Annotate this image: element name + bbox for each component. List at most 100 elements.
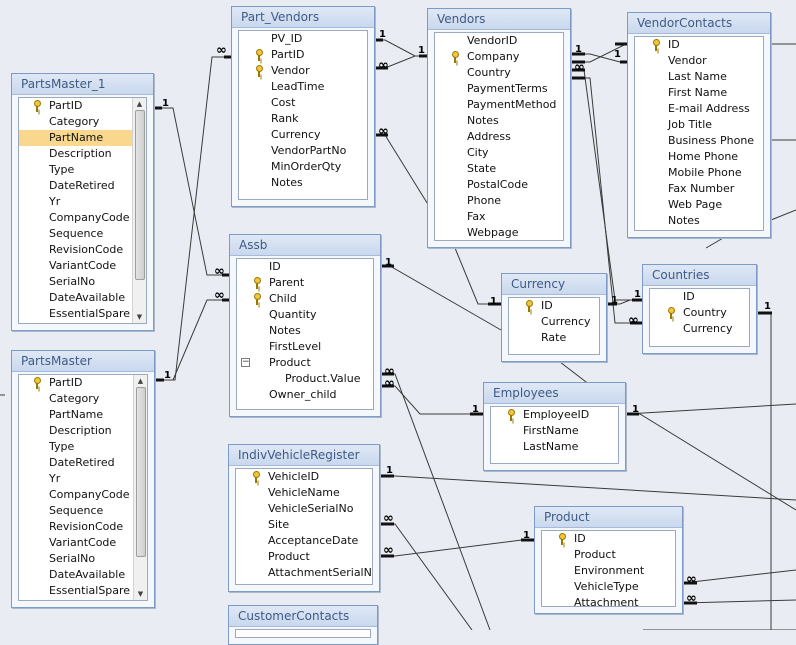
field-row[interactable]: Rate xyxy=(509,330,599,346)
relationship-line[interactable] xyxy=(682,599,796,604)
field-row[interactable]: Notes xyxy=(237,323,373,339)
field-row[interactable]: Country xyxy=(650,305,749,321)
field-row[interactable]: Currency xyxy=(650,321,749,337)
table-title[interactable]: PartsMaster xyxy=(12,351,154,372)
field-row[interactable]: VehicleType xyxy=(542,579,675,595)
relationship-line[interactable] xyxy=(381,385,483,415)
field-row[interactable]: EmployeeID xyxy=(491,407,618,423)
field-row[interactable]: DateAvailable xyxy=(19,290,132,306)
field-row[interactable]: LastName xyxy=(491,439,618,455)
relationship-line[interactable] xyxy=(159,299,222,381)
field-row[interactable]: PartID xyxy=(19,98,132,114)
table-title[interactable]: Countries xyxy=(643,265,756,286)
field-row[interactable]: PaymentTerms xyxy=(435,81,563,97)
table-title[interactable]: IndivVehicleRegister xyxy=(229,445,379,466)
scroll-thumb[interactable] xyxy=(136,387,146,558)
field-row[interactable]: State xyxy=(435,161,563,177)
relationship-line[interactable] xyxy=(381,265,502,331)
field-row[interactable]: Notes xyxy=(635,213,763,229)
field-row[interactable]: ID xyxy=(509,298,599,314)
field-row[interactable]: VendorPartNo xyxy=(239,143,367,159)
field-row[interactable]: Notes xyxy=(239,175,367,191)
field-row[interactable]: EssentialSpare xyxy=(19,306,132,322)
field-row[interactable]: Vendor xyxy=(239,63,367,79)
field-row[interactable]: PV_ID xyxy=(239,31,367,47)
field-row[interactable]: Rank xyxy=(239,111,367,127)
field-row[interactable]: First Name xyxy=(635,85,763,101)
field-row[interactable]: Product xyxy=(236,549,372,565)
field-row[interactable]: Product.Value xyxy=(237,371,373,387)
table-title[interactable]: Currency xyxy=(502,274,606,295)
relationship-line[interactable] xyxy=(159,107,222,276)
field-row[interactable]: DateRetired xyxy=(19,178,132,194)
field-row[interactable]: Sequence xyxy=(19,503,133,519)
field-row[interactable]: Sequence xyxy=(19,226,132,242)
field-row[interactable]: ID xyxy=(650,289,749,305)
field-row[interactable]: RevisionCode xyxy=(19,519,133,535)
field-row[interactable]: E-mail Address xyxy=(635,101,763,117)
field-row[interactable]: Type xyxy=(19,162,132,178)
field-row[interactable]: Notes xyxy=(435,113,563,129)
table-title[interactable]: PartsMaster_1 xyxy=(12,74,153,95)
field-row[interactable]: VariantCode xyxy=(19,258,132,274)
field-row[interactable]: VendorID xyxy=(435,33,563,49)
relationship-line[interactable] xyxy=(625,403,796,415)
field-row[interactable]: SerialNo xyxy=(19,551,133,567)
scroll-up-icon[interactable]: ▲ xyxy=(136,100,143,108)
field-row[interactable]: Currency xyxy=(239,127,367,143)
field-row[interactable]: PartID xyxy=(19,375,133,391)
field-list[interactable] xyxy=(235,629,371,638)
field-row[interactable]: Environment xyxy=(542,563,675,579)
field-row[interactable]: Web Page xyxy=(635,197,763,213)
field-row[interactable]: Attachment xyxy=(542,595,675,606)
field-row[interactable]: ID xyxy=(237,259,373,275)
field-row[interactable]: VehicleSerialNo xyxy=(236,501,372,517)
field-row[interactable]: Yr xyxy=(19,471,133,487)
field-row[interactable]: RevisionCode xyxy=(19,242,132,258)
scroll-thumb[interactable] xyxy=(135,110,145,281)
vertical-scrollbar[interactable]: ▲▼ xyxy=(133,375,147,600)
field-row[interactable]: Description xyxy=(19,423,133,439)
field-row[interactable]: Site xyxy=(236,517,372,533)
collapse-icon[interactable]: − xyxy=(241,357,250,367)
relationship-line[interactable] xyxy=(160,56,224,381)
field-row[interactable]: MinOrderQty xyxy=(239,159,367,175)
relationship-line[interactable] xyxy=(682,569,796,584)
field-row[interactable]: Business Phone xyxy=(635,133,763,149)
field-row[interactable]: VehicleName xyxy=(236,485,372,501)
relationship-line[interactable] xyxy=(757,312,772,630)
field-row[interactable]: VariantCode xyxy=(19,535,133,551)
field-row[interactable]: DateRetired xyxy=(19,455,133,471)
field-row[interactable]: LeadTime xyxy=(239,79,367,95)
scroll-down-icon[interactable]: ▼ xyxy=(137,590,144,598)
field-row[interactable]: PartName xyxy=(19,130,132,146)
field-row[interactable]: Yr xyxy=(19,194,132,210)
field-row[interactable]: Fax xyxy=(435,209,563,225)
field-row[interactable]: AcceptanceDate xyxy=(236,533,372,549)
table-title[interactable]: Employees xyxy=(484,383,625,404)
relationship-line[interactable] xyxy=(381,475,796,501)
field-row[interactable]: City xyxy=(435,145,563,161)
field-row[interactable]: Category xyxy=(19,391,133,407)
field-row[interactable]: Vendor xyxy=(635,53,763,69)
field-row[interactable]: PostalCode xyxy=(435,177,563,193)
table-title[interactable]: CustomerContacts xyxy=(229,606,377,627)
